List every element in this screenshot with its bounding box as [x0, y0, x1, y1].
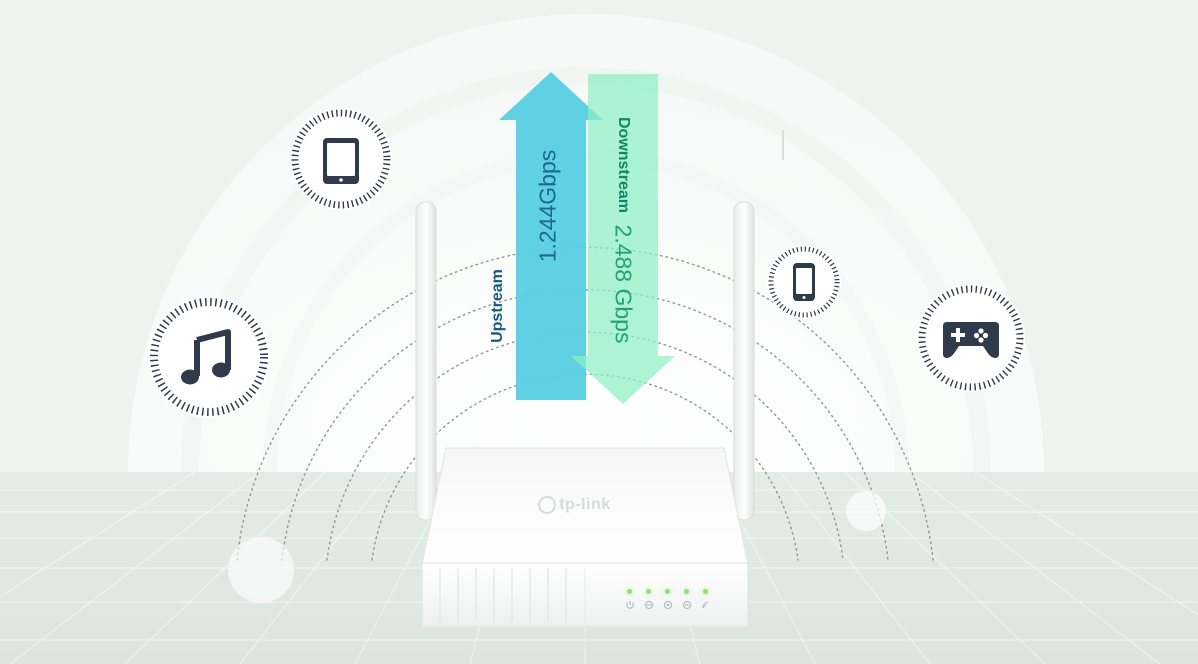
lan-led-icon — [662, 599, 673, 610]
brand-logo-mark — [538, 496, 556, 514]
game-controller-badge — [917, 284, 1025, 392]
music-note-icon — [181, 329, 231, 385]
tablet-icon — [323, 138, 359, 184]
signal-led-icon — [700, 599, 711, 610]
wan-led — [646, 589, 651, 594]
downstream-title: Downstream — [615, 116, 632, 214]
signal-led — [703, 589, 708, 594]
brand-logo: tp-link — [559, 496, 611, 513]
downstream-arrow — [571, 74, 675, 404]
downstream-speed: 2.488 Gbps — [610, 224, 637, 344]
left-antenna — [415, 201, 437, 521]
upstream-speed: 1.244Gbps — [534, 149, 561, 263]
game-controller-icon — [943, 322, 999, 358]
upstream-arrow — [499, 72, 603, 400]
upstream-title: Upstream — [489, 269, 506, 343]
tablet-badge — [290, 108, 392, 210]
wan-led-icon — [643, 599, 654, 610]
music-badge — [148, 296, 270, 418]
power-led-icon — [624, 599, 635, 610]
right-antenna — [733, 201, 755, 521]
smartphone-badge — [767, 245, 841, 319]
power-led — [627, 589, 632, 594]
smartphone-icon — [793, 263, 815, 301]
router — [421, 447, 749, 628]
glow-bubble — [228, 537, 294, 603]
wifi-led-icon — [681, 599, 692, 610]
lan-led — [665, 589, 670, 594]
glow-bubble — [846, 491, 886, 531]
dome-ring — [181, 67, 991, 473]
wifi-led — [684, 589, 689, 594]
